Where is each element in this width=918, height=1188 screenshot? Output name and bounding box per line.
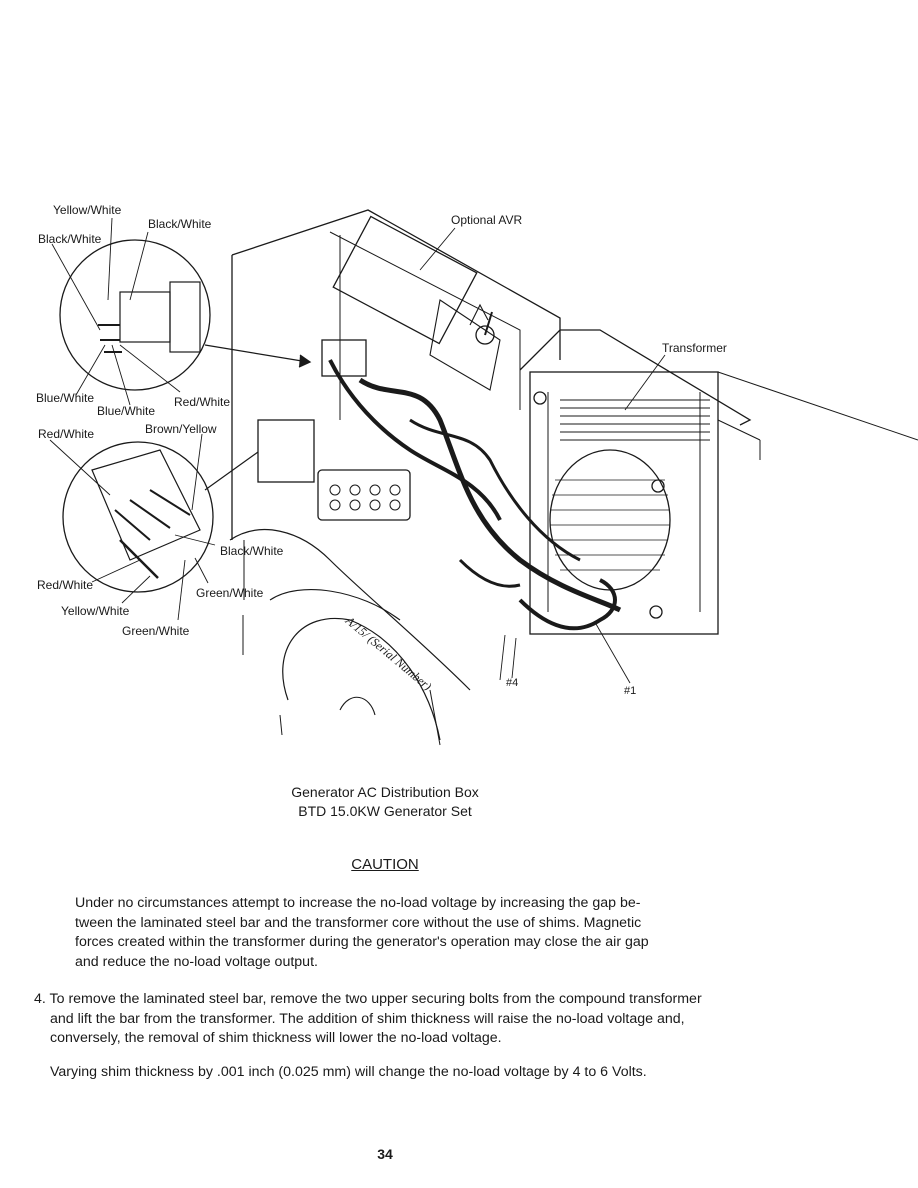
label-mark-1: #1 bbox=[624, 685, 637, 697]
label-green-white-1: Green/White bbox=[196, 586, 264, 600]
box-outline bbox=[231, 209, 561, 540]
caution-heading: CAUTION bbox=[351, 856, 419, 873]
label-yellow-white-2: Yellow/White bbox=[61, 604, 130, 618]
label-red-white-1: Red/White bbox=[174, 395, 231, 409]
wiring-diagram: A/15/ (Serial Number) Yellow/White Black… bbox=[36, 203, 918, 746]
transformer-top bbox=[519, 329, 752, 426]
step-4: 4. To remove the laminated steel bar, re… bbox=[34, 990, 702, 1049]
serial-handwriting: A/15/ (Serial Number) bbox=[342, 613, 434, 693]
figure-caption-line1: Generator AC Distribution Box bbox=[291, 784, 479, 800]
transformer-body bbox=[529, 371, 719, 635]
label-transformer: Transformer bbox=[662, 341, 727, 355]
caution-line: Under no circumstances attempt to increa… bbox=[75, 895, 641, 911]
label-blue-white-2: Blue/White bbox=[97, 404, 156, 418]
label-blue-white-1: Blue/White bbox=[36, 391, 95, 405]
step-4-line: and lift the bar from the transformer. T… bbox=[50, 1010, 685, 1027]
page-number: 34 bbox=[377, 1146, 393, 1162]
figure-caption-line2: BTD 15.0KW Generator Set bbox=[298, 803, 472, 819]
label-black-white-left: Black/White bbox=[38, 232, 102, 246]
caution-line: and reduce the no-load voltage output. bbox=[75, 953, 318, 970]
label-yellow-white-top: Yellow/White bbox=[53, 203, 122, 217]
transformer-coil bbox=[549, 449, 671, 591]
label-brown-yellow: Brown/Yellow bbox=[145, 422, 217, 436]
label-black-white-top: Black/White bbox=[148, 217, 212, 231]
avr-module bbox=[332, 215, 478, 345]
label-optional-avr: Optional AVR bbox=[451, 213, 523, 227]
caution-line: forces created within the transformer du… bbox=[75, 934, 649, 950]
label-red-white-2: Red/White bbox=[38, 427, 95, 441]
step-4-line: conversely, the removal of shim thicknes… bbox=[50, 1030, 502, 1046]
inset-circle-top bbox=[59, 239, 211, 391]
caution-text: Under no circumstances attempt to increa… bbox=[75, 894, 649, 972]
label-red-white-3: Red/White bbox=[37, 578, 94, 592]
caution-line: tween the laminated steel bar and the tr… bbox=[75, 914, 642, 931]
shim-note: Varying shim thickness by .001 inch (0.0… bbox=[50, 1064, 647, 1080]
label-mark-4: #4 bbox=[506, 677, 519, 689]
label-green-white-2: Green/White bbox=[122, 624, 190, 638]
label-black-white-3: Black/White bbox=[220, 544, 284, 558]
step-4-line: 4. To remove the laminated steel bar, re… bbox=[34, 991, 702, 1007]
distribution-box-illustration: A/15/ (Serial Number) bbox=[49, 209, 918, 746]
inset-circle-bottom bbox=[62, 441, 214, 593]
terminal-strip bbox=[317, 469, 411, 521]
